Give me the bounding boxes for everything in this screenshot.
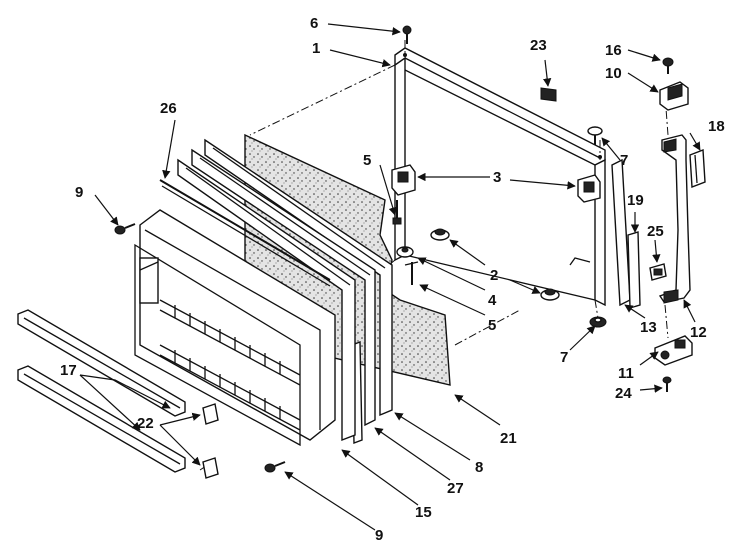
callout-23: 23 bbox=[530, 37, 547, 54]
leader-lines bbox=[79, 23, 701, 531]
rail-end-cap-upper-part-22 bbox=[202, 403, 219, 425]
liner-shelf-ribs bbox=[159, 299, 301, 431]
callout-21: 21 bbox=[500, 430, 517, 447]
trim-strip-part-13 bbox=[611, 158, 631, 307]
clip-part-25 bbox=[649, 263, 667, 281]
callout-27: 27 bbox=[447, 480, 464, 497]
callout-10: 10 bbox=[605, 65, 622, 82]
callout-24: 24 bbox=[615, 385, 632, 402]
screw-part-7-top bbox=[587, 126, 603, 145]
callout-2: 2 bbox=[490, 267, 498, 284]
callout-18: 18 bbox=[708, 118, 725, 135]
screw-part-16 bbox=[662, 57, 674, 74]
shelf-rail-lower-part-17 bbox=[17, 365, 186, 473]
spacer-part-4 bbox=[396, 246, 414, 258]
outer-door-panel-part-8 bbox=[204, 138, 393, 417]
callout-4: 4 bbox=[488, 292, 497, 309]
callout-7-top: 7 bbox=[620, 152, 628, 169]
callout-8: 8 bbox=[475, 459, 483, 476]
callout-16: 16 bbox=[605, 42, 622, 59]
screw-part-5-lower bbox=[404, 261, 419, 285]
hinge-bracket-left bbox=[391, 164, 416, 196]
trim-strip-part-19 bbox=[627, 231, 641, 309]
screw-part-9-lower bbox=[264, 461, 286, 473]
callout-9-upper: 9 bbox=[75, 184, 83, 201]
handle-cover-part-18 bbox=[689, 149, 706, 188]
gasket-strip-part-26 bbox=[159, 179, 331, 287]
callout-1: 1 bbox=[312, 40, 320, 57]
door-liner bbox=[134, 209, 336, 447]
callout-9-lower: 9 bbox=[375, 527, 383, 544]
hinge-bracket-right bbox=[577, 174, 601, 203]
door-stop-right bbox=[540, 288, 560, 301]
callout-5-lower: 5 bbox=[488, 317, 496, 334]
callout-19: 19 bbox=[627, 192, 644, 209]
liner-trim-part-15 bbox=[177, 158, 356, 442]
callout-7-bottom: 7 bbox=[560, 349, 568, 366]
door-stop-left bbox=[430, 228, 450, 241]
shelf-rail-upper-part-17 bbox=[17, 309, 186, 417]
callout-11: 11 bbox=[618, 365, 634, 382]
callout-17: 17 bbox=[60, 362, 77, 379]
callout-25: 25 bbox=[647, 223, 664, 240]
screw-part-6 bbox=[402, 25, 412, 44]
callout-6: 6 bbox=[310, 15, 318, 32]
hinge-part-10 bbox=[659, 81, 689, 111]
screw-part-24 bbox=[662, 376, 672, 392]
rail-end-cap-lower-part-22 bbox=[202, 457, 219, 479]
label-plate-part-23 bbox=[540, 87, 557, 102]
screw-part-5-upper bbox=[392, 200, 402, 225]
callout-12: 12 bbox=[690, 324, 707, 341]
callout-13: 13 bbox=[640, 319, 657, 336]
callout-26: 26 bbox=[160, 100, 177, 117]
nut-part-7-bottom bbox=[589, 316, 607, 328]
callout-labels: 1 6 23 16 10 7 3 5 2 4 5 26 9 18 19 25 1… bbox=[60, 15, 725, 544]
screw-part-9-upper bbox=[114, 223, 136, 235]
hinge-part-11 bbox=[654, 335, 693, 366]
callout-3: 3 bbox=[493, 169, 501, 186]
callout-22: 22 bbox=[137, 415, 154, 432]
callout-5-upper: 5 bbox=[363, 152, 371, 169]
door-handle-part-12 bbox=[658, 134, 691, 304]
callout-15: 15 bbox=[415, 504, 432, 521]
